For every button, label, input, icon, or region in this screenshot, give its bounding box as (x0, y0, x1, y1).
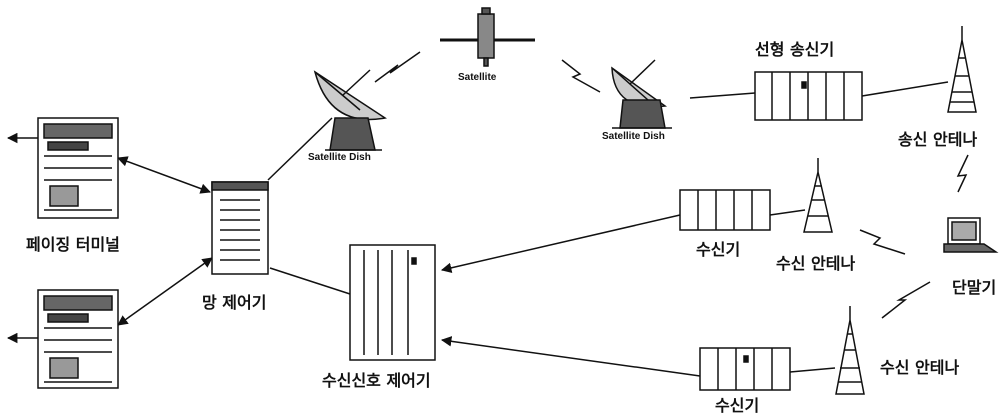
satellite-dish-right-icon (611, 59, 672, 129)
satellite-dish-left-label: Satellite Dish (308, 152, 371, 163)
receive-antenna-bottom-label: 수신 안테나 (880, 358, 960, 377)
receive-antenna-mid-tower (803, 158, 833, 233)
linear-transmitter-label: 선형 송신기 (755, 40, 835, 59)
satellite-label: Satellite (458, 72, 497, 83)
terminal-laptop-icon (943, 217, 999, 253)
receive-antenna-bottom-tower (835, 306, 865, 395)
network-controller-box (211, 181, 269, 275)
satellite-dish-right-label: Satellite Dish (602, 131, 665, 142)
receive-signal-controller-box (349, 244, 436, 361)
receiver-bottom-rack (699, 347, 791, 391)
receiver-mid-rack (679, 189, 771, 231)
paging-terminal-label: 페이징 터미널 (26, 235, 120, 254)
receiver-mid-label: 수신기 (696, 240, 741, 259)
paging-terminal-server-bottom (37, 289, 119, 389)
network-controller-label: 망 제어기 (202, 293, 267, 312)
linear-transmitter-rack (754, 71, 863, 121)
satellite-dish-left-icon (313, 69, 387, 151)
connection-lines (6, 81, 949, 377)
satellite-icon (440, 7, 535, 67)
receive-signal-controller-label: 수신신호 제어기 (322, 371, 431, 390)
transmit-antenna-tower (947, 26, 977, 113)
transmit-antenna-label: 송신 안테나 (898, 130, 978, 149)
receiver-bottom-label: 수신기 (715, 396, 760, 415)
paging-terminal-server-top (37, 117, 119, 219)
receive-antenna-mid-label: 수신 안테나 (776, 254, 856, 273)
wireless-links (374, 51, 969, 319)
terminal-label: 단말기 (952, 278, 997, 297)
